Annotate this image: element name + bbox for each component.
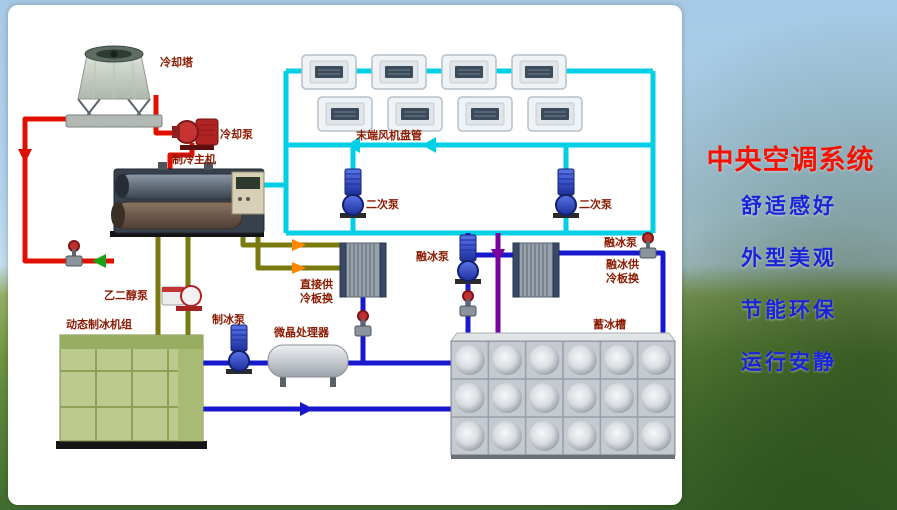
secondary-pump-right [552, 168, 580, 219]
fan-coil-array [301, 54, 583, 132]
label-ice-pump: 制冰泵 [212, 312, 245, 326]
direct-supply-arrow-group [292, 239, 306, 274]
arrow-left-icon [422, 137, 436, 153]
green-flow-arrow-group [92, 254, 106, 268]
microcrystal-processor [267, 344, 349, 387]
glycol-pump [161, 285, 202, 311]
label-fan-coils: 末端风机盘管 [355, 128, 422, 142]
label-ice-tank: 蓄冰槽 [593, 317, 626, 331]
label-melt-pump-right: 融冰泵 [604, 235, 637, 249]
hvac-system-diagram: 冷却塔 冷却泵 制冷主机 末端风机盘管 二次泵 二次泵 融冰泵 融冰泵 直接供 … [18, 45, 676, 459]
cooling-pump-outlet [153, 95, 177, 136]
ice-water-arrow-group [300, 402, 314, 416]
label-melt-hx-1: 融冰供 [606, 257, 639, 271]
chiller-unit [110, 162, 265, 237]
label-chiller: 制冷主机 [172, 152, 216, 166]
label-melt-pump-left: 融冰泵 [416, 249, 449, 263]
fan-coil-unit [387, 96, 443, 132]
system-title: 中央空调系统 [706, 145, 875, 175]
chilled-flow-arrow-group [346, 137, 436, 153]
cooling-tower [65, 45, 163, 128]
tank-inlet-valve [639, 232, 657, 259]
diagram-panel: 冷却塔 冷却泵 制冷主机 末端风机盘管 二次泵 二次泵 融冰泵 融冰泵 直接供 … [8, 5, 682, 505]
cooling-pump [172, 118, 219, 150]
arrow-down-icon [491, 249, 505, 263]
arrow-right-icon [292, 262, 306, 274]
direct-hx-valve [354, 310, 372, 337]
direct-hx-return [255, 231, 340, 271]
ice-storage-tank [450, 332, 676, 459]
feature-list: 舒适感好 外型美观 节能环保 运行安静 [684, 190, 894, 398]
fan-coil-unit [511, 54, 567, 90]
fan-hub-icon [110, 50, 118, 58]
fan-coil-unit [371, 54, 427, 90]
fan-coil-unit [301, 54, 357, 90]
charge-arrow-group [491, 249, 505, 263]
arrow-right-icon [300, 402, 314, 416]
feature-quiet: 运行安静 [741, 351, 837, 374]
fan-coil-unit [317, 96, 373, 132]
label-cooling-pump: 冷却泵 [220, 127, 253, 141]
melt-hx-right-line [559, 250, 666, 341]
label-secondary-pump-left: 二次泵 [366, 197, 399, 211]
label-processor: 微晶处理器 [273, 325, 330, 339]
label-melt-hx-2: 冷板换 [606, 271, 640, 285]
secondary-pump-left [339, 168, 367, 219]
fan-coil-unit [527, 96, 583, 132]
arrow-down-icon [18, 149, 32, 163]
feature-appearance: 外型美观 [741, 247, 837, 270]
label-secondary-pump-right: 二次泵 [579, 197, 612, 211]
label-cooling-tower: 冷却塔 [160, 55, 194, 69]
fan-coil-unit [441, 54, 497, 90]
direct-cooling-heat-exchanger [339, 242, 387, 298]
arrow-left-icon [346, 137, 360, 153]
ice-making-pump [225, 324, 253, 375]
cooling-return-line [22, 116, 114, 264]
fan-coil-unit [457, 96, 513, 132]
ice-melt-heat-exchanger [512, 242, 560, 298]
label-direct-hx-1: 直接供 [300, 277, 333, 291]
feature-energy-saving: 节能环保 [741, 299, 837, 322]
label-direct-hx-2: 冷板换 [300, 291, 334, 305]
ice-melt-pump [454, 234, 482, 285]
cooling-flow-arrow-group [18, 149, 32, 163]
cooling-line-valve [65, 240, 83, 267]
dynamic-ice-maker [56, 334, 207, 449]
feature-comfort: 舒适感好 [741, 195, 837, 218]
label-ice-maker: 动态制冰机组 [66, 317, 132, 331]
arrow-left-icon [92, 254, 106, 268]
label-glycol-pump: 乙二醇泵 [104, 288, 148, 302]
melt-line-valve [459, 290, 477, 317]
arrow-right-icon [292, 239, 306, 251]
